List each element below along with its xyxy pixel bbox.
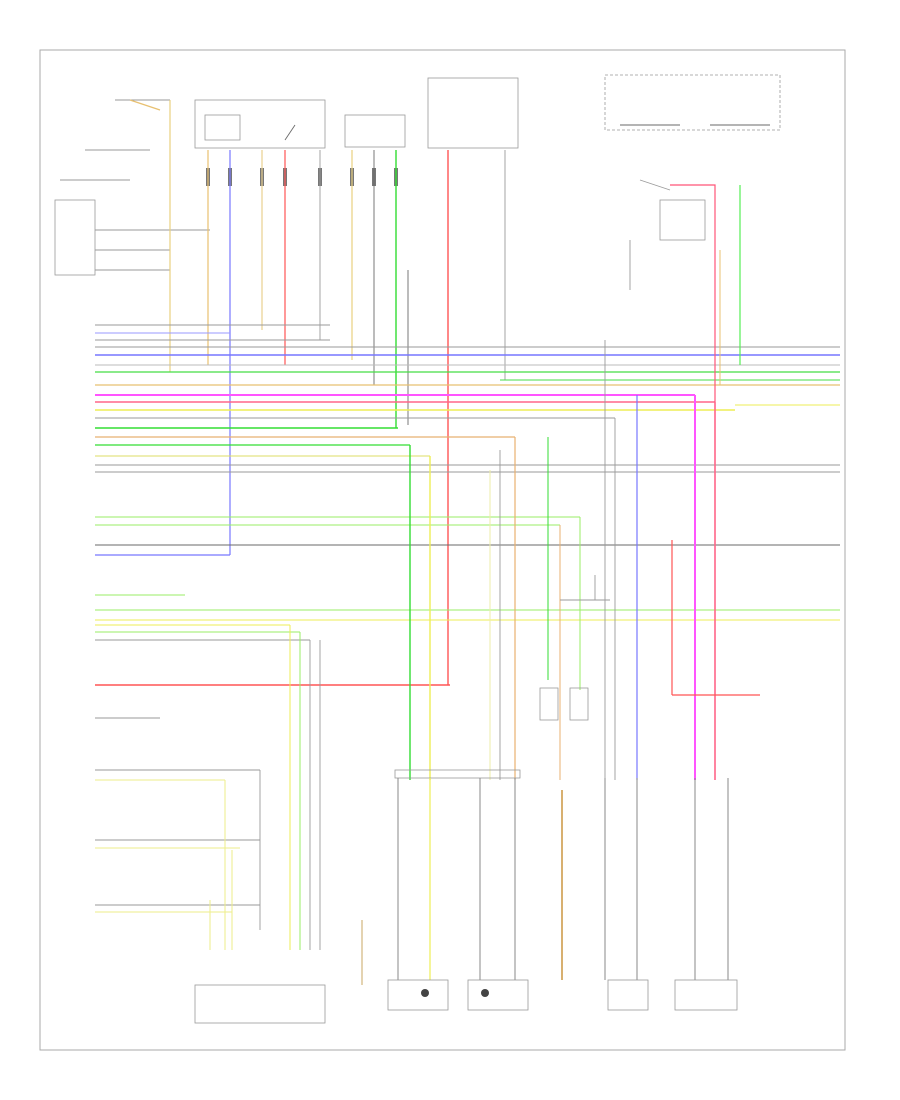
bottom-sensors (387, 979, 738, 1011)
diagram-frame (39, 49, 846, 1051)
right-vertical-wires (409, 184, 760, 780)
mid-sensors (539, 687, 589, 721)
vertical-wires-top (169, 100, 506, 685)
horizontal-bus (95, 324, 840, 719)
top-left-sensors (54, 99, 210, 276)
top-switch (194, 99, 326, 149)
top-right-module (604, 74, 781, 290)
ignition-coils (95, 769, 261, 950)
bottom-module (194, 984, 326, 1024)
bottom-harness (289, 625, 729, 985)
